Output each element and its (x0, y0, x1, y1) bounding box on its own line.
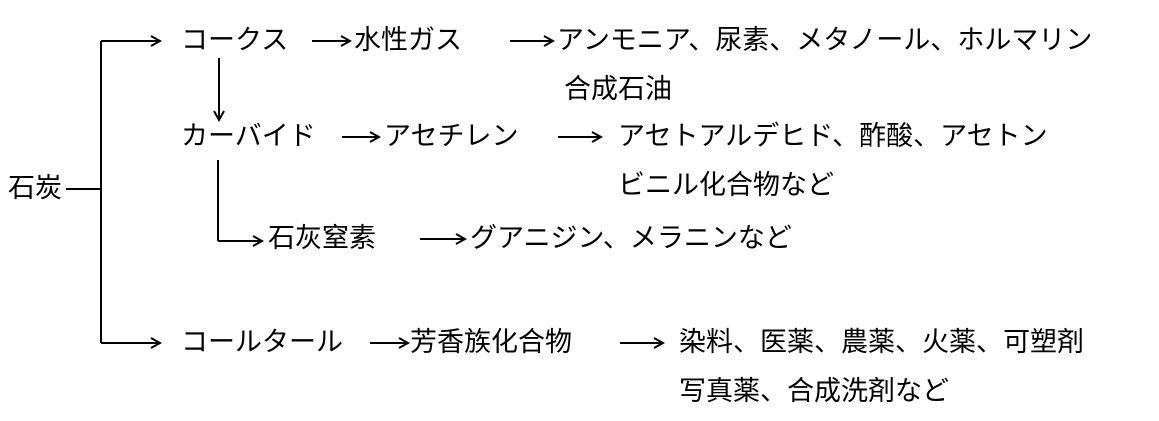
coal-tar-products-line2: 写真薬、合成洗剤など (679, 376, 949, 407)
carbide-label: カーバイド (181, 121, 316, 152)
acetylene-label: アセチレン (384, 121, 519, 152)
coal-tar-products-line1: 染料、医薬、農薬、火薬、可塑剤 (679, 327, 1084, 358)
coke-products-line1: アンモニア、尿素、メタノール、ホルマリン (557, 25, 1093, 56)
aromatics-label: 芳香族化合物 (410, 327, 572, 358)
coke-products-line2: 合成石油 (564, 74, 672, 105)
carbide-products-line2: ビニル化合物など (618, 170, 834, 201)
carbide-products-line1: アセトアルデヒド、酢酸、アセトン (618, 121, 1048, 152)
root-label-coal: 石炭 (8, 173, 62, 204)
coke-label: コークス (181, 25, 289, 56)
coal-tar-label: コールタール (181, 327, 343, 358)
water-gas-label: 水性ガス (354, 25, 462, 56)
lime-nitrogen-products: グアニジン、メラニンなど (470, 223, 792, 254)
lime-nitrogen-label: 石灰窒素 (268, 223, 376, 254)
